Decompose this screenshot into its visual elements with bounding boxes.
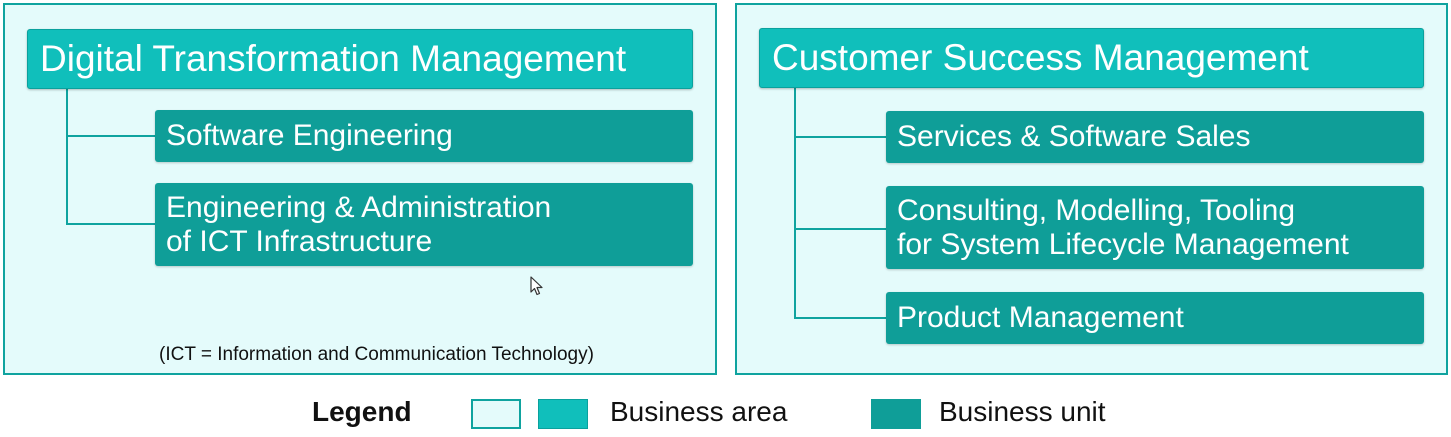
left-tree-branch-1 [66, 135, 155, 137]
business-area-digital-transformation: Digital Transformation Management [27, 29, 693, 89]
right-tree-branch-1 [794, 136, 886, 138]
legend-title: Legend [312, 396, 412, 427]
legend-label-business-area: Business area [610, 396, 788, 427]
left-tree-vertical-line [66, 88, 68, 225]
business-unit-ict-infrastructure: Engineering & Administration of ICT Infr… [155, 183, 693, 266]
business-unit-services-sales: Services & Software Sales [886, 111, 1424, 163]
right-tree-branch-2 [794, 228, 886, 230]
business-unit-consulting-modelling: Consulting, Modelling, Tooling for Syste… [886, 186, 1424, 269]
left-tree-branch-2 [66, 223, 155, 225]
business-unit-software-engineering: Software Engineering [155, 110, 693, 162]
ict-footnote: (ICT = Information and Communication Tec… [159, 344, 594, 365]
legend-label-business-unit: Business unit [939, 396, 1106, 427]
legend-swatch-business-unit [871, 399, 921, 429]
legend-swatch-business-area [538, 399, 588, 429]
right-tree-branch-3 [794, 317, 886, 319]
right-tree-vertical-line [794, 88, 796, 319]
business-unit-product-management: Product Management [886, 292, 1424, 344]
business-area-customer-success: Customer Success Management [759, 28, 1424, 88]
legend-swatch-panel [471, 399, 521, 429]
mouse-cursor-icon [530, 276, 543, 296]
